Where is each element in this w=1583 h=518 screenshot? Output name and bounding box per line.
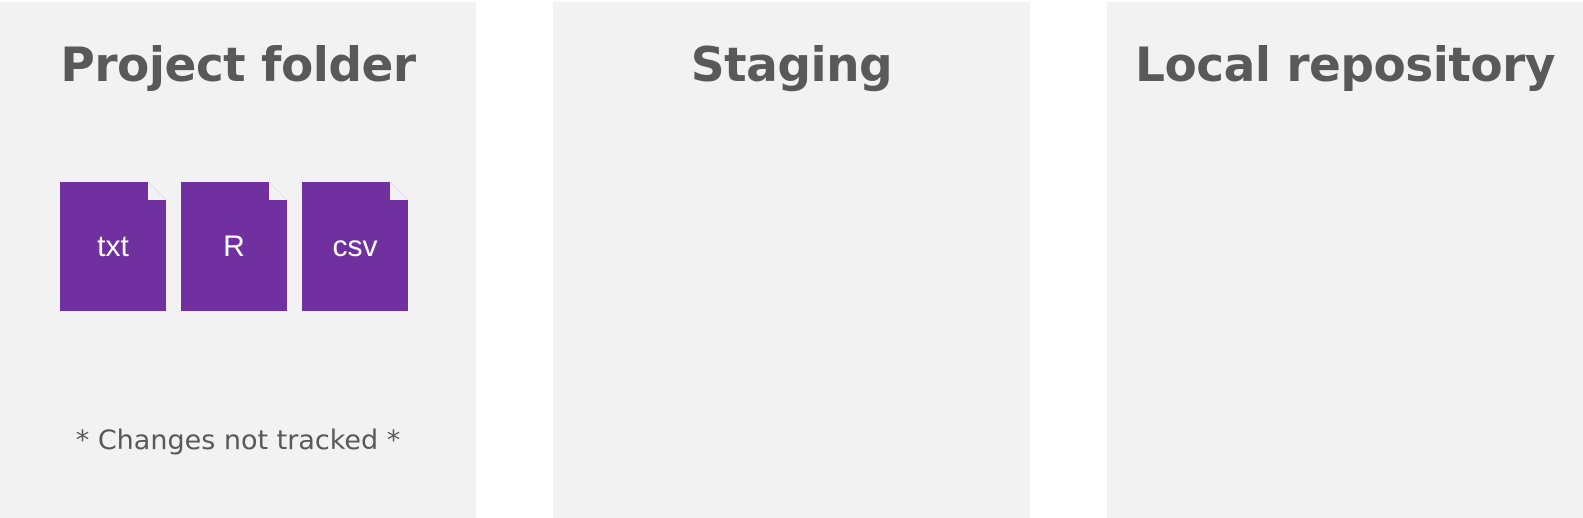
staging-title: Staging (690, 38, 893, 93)
r-file-icon: R (181, 182, 287, 311)
file-label-txt: txt (97, 230, 129, 263)
changes-not-tracked-note: * Changes not tracked * (75, 425, 401, 456)
project-folder-title: Project folder (60, 38, 416, 93)
project-folder-panel: Project folder txt R csv * Changes not t… (0, 2, 476, 518)
staging-panel: Staging (553, 2, 1030, 518)
file-label-csv: csv (332, 230, 378, 263)
csv-file-icon: csv (302, 182, 408, 311)
file-label-r: R (223, 230, 245, 263)
document-icon (60, 182, 166, 311)
local-repository-title: Local repository (1135, 38, 1555, 93)
document-icon (302, 182, 408, 311)
txt-file-icon: txt (60, 182, 166, 311)
document-icon (181, 182, 287, 311)
local-repository-panel: Local repository (1107, 2, 1583, 518)
